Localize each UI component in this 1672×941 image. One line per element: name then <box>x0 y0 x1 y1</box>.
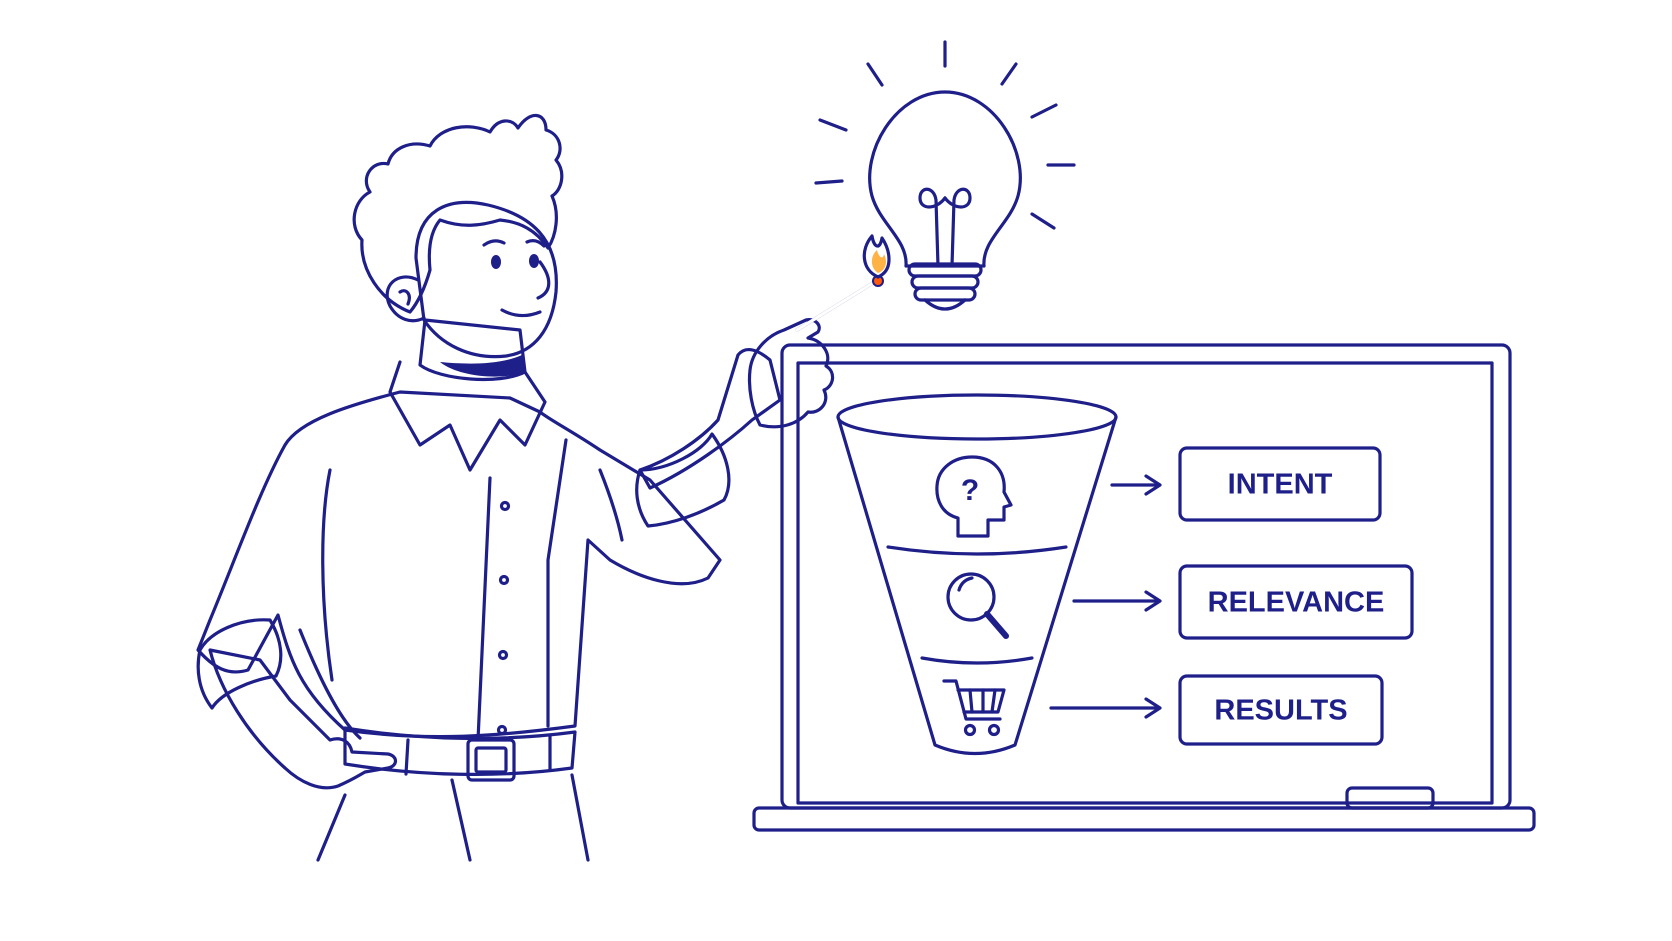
arrow-intent <box>1110 474 1162 496</box>
match-flame-core <box>871 250 886 273</box>
belt <box>343 726 577 782</box>
left-sleeve-cuff <box>196 618 283 710</box>
funnel <box>836 393 1118 756</box>
eyes <box>491 254 539 269</box>
stage-label-text: INTENT <box>1228 469 1333 501</box>
whiteboard <box>752 343 1536 832</box>
whiteboard-eraser <box>1345 786 1435 810</box>
magnifier-icon <box>946 572 1009 639</box>
face <box>414 200 558 359</box>
bulb-filament <box>918 187 972 268</box>
stage-label-text: RESULTS <box>1214 695 1347 727</box>
arrow-relevance <box>1072 590 1162 612</box>
funnel-rim <box>836 393 1118 441</box>
right-hand <box>747 318 835 429</box>
shirt-collar <box>388 360 547 472</box>
whiteboard-frame-inner <box>796 361 1494 805</box>
ear <box>385 275 426 323</box>
shirt <box>196 390 722 739</box>
shirt-buttons <box>496 500 511 736</box>
person <box>196 113 891 862</box>
bulb-glass <box>868 90 1022 268</box>
bulb-rays <box>814 40 1076 230</box>
funnel-divider-1 <box>886 545 1068 556</box>
shopping-cart-icon <box>942 679 1006 737</box>
funnel-divider-2 <box>920 656 1034 665</box>
match-flame <box>862 234 891 279</box>
stage-label-text: RELEVANCE <box>1208 587 1385 619</box>
neck <box>418 318 527 382</box>
lightbulb-icon <box>814 40 1076 311</box>
arrows <box>1049 474 1162 719</box>
neck-shadow <box>440 355 525 377</box>
bulb-base <box>907 262 983 311</box>
lit-match-icon <box>795 234 891 332</box>
person-legs <box>316 773 590 862</box>
stage-label-intent: INTENT <box>1178 446 1382 522</box>
head-question-icon: ? <box>935 455 1013 538</box>
arrow-results <box>1049 697 1162 719</box>
whiteboard-tray <box>752 806 1536 832</box>
whiteboard-frame-outer <box>780 343 1512 810</box>
facial-features <box>482 239 551 318</box>
left-arm <box>208 648 398 790</box>
funnel-outline <box>836 415 1118 756</box>
question-mark: ? <box>961 474 979 507</box>
shirt-details <box>298 438 624 742</box>
stage-label-results: RESULTS <box>1178 674 1384 746</box>
right-sleeve-cuff <box>635 432 731 528</box>
ear-detail <box>398 289 411 306</box>
stage-label-relevance: RELEVANCE <box>1178 564 1414 640</box>
hair <box>352 113 564 314</box>
